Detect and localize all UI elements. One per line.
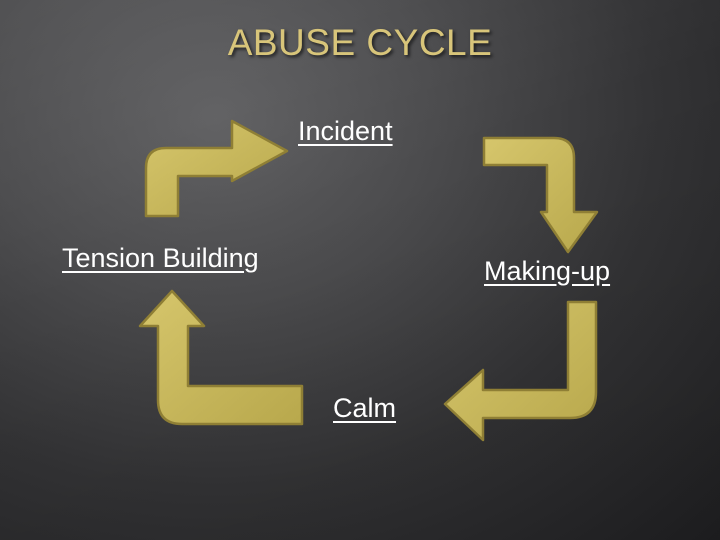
stage-calm-label: Calm — [333, 393, 397, 423]
slide-title: ABUSE CYCLE — [227, 22, 493, 63]
arrow-making-up-to-calm — [443, 300, 598, 442]
arrow-calm-to-tension — [138, 289, 304, 426]
stage-tension-building-label: Tension Building — [62, 243, 259, 273]
stage-incident-label: Incident — [298, 116, 393, 146]
arrow-tension-to-incident — [144, 119, 289, 218]
stage-making-up-label: Making-up — [484, 256, 611, 286]
arrow-incident-to-making-up — [482, 136, 599, 254]
